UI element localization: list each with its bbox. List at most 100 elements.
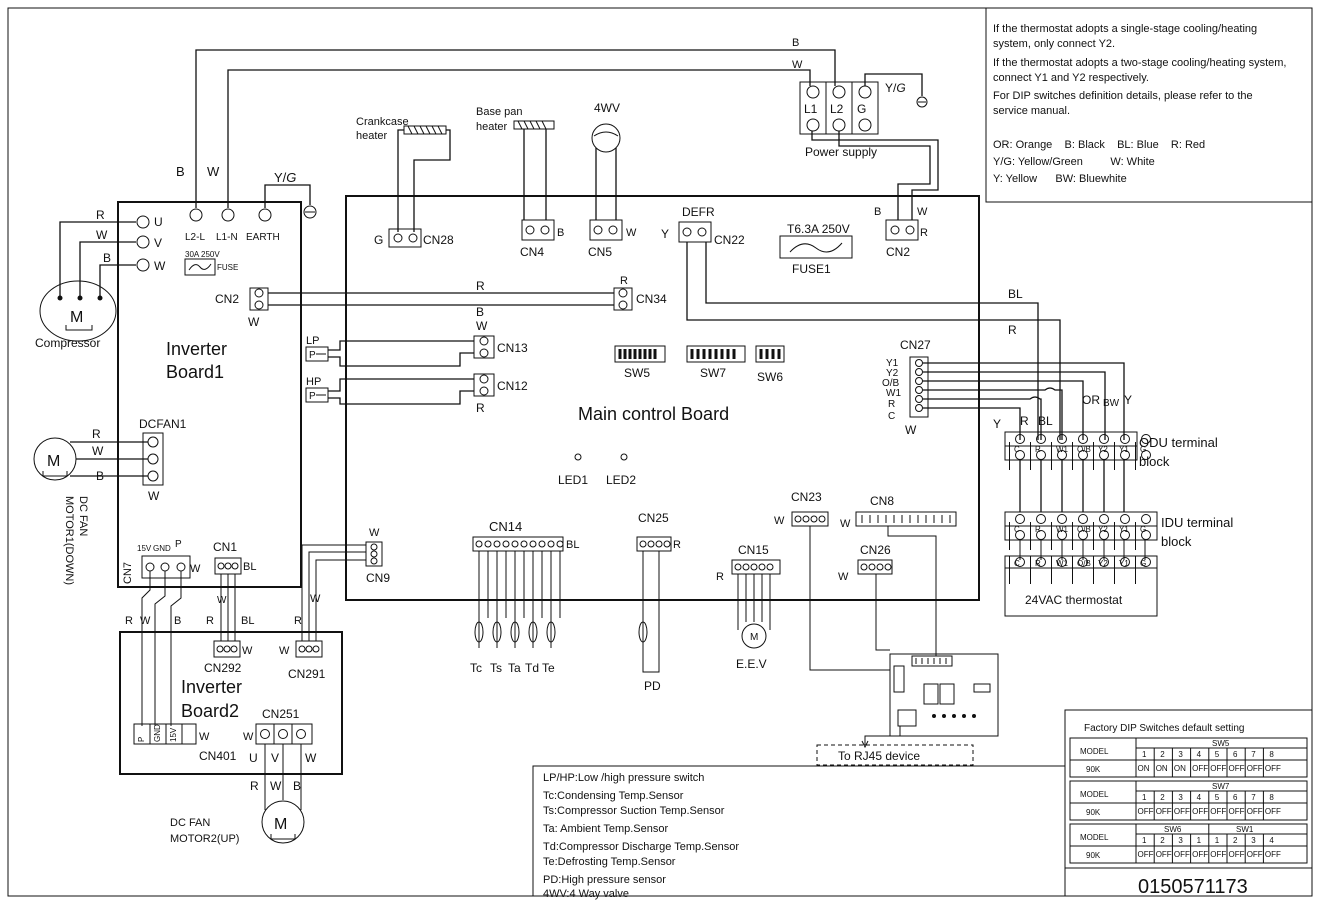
compressor-label: Compressor: [35, 336, 100, 350]
odu-pin-5: Y1: [1119, 445, 1129, 454]
dip-pin-2-1: 2: [1160, 836, 1165, 845]
fuse1-rating: T6.3A 250V: [787, 222, 850, 236]
dip-value-0-4: OFF: [1210, 764, 1226, 773]
terminal-earth: EARTH: [246, 232, 280, 243]
dip-value-0-3: OFF: [1192, 764, 1208, 773]
sw6-switch[interactable]: [755, 345, 785, 363]
cn7-label: CN7: [122, 562, 134, 584]
sw5-switch[interactable]: [614, 345, 666, 363]
dip-pin-0-7: 8: [1269, 750, 1274, 759]
ground-icon: [916, 96, 928, 108]
sw1-switch[interactable]: [973, 683, 991, 693]
legend-item-7: 4WV:4 Way valve: [543, 888, 629, 900]
dip-default-table: Factory DIP Switches default setting MOD…: [1064, 709, 1313, 898]
rj45-port-icon: [897, 709, 917, 727]
dip-pin-2-2: 3: [1178, 836, 1183, 845]
idu-pin-4-screw: [1099, 514, 1109, 524]
wire-label-w: W: [792, 59, 803, 71]
pd-label: PD: [644, 679, 661, 693]
fan1-label-2: MOTOR1(DOWN): [63, 496, 75, 585]
dip-model-header-1: MODEL: [1080, 790, 1109, 799]
idu-label-1: IDU terminal: [1161, 515, 1233, 530]
earth-ground-icon: [303, 205, 317, 219]
odu-pin-0-screw-b: [1015, 450, 1025, 460]
note-line-1: If the thermostat adopts a single-stage …: [993, 23, 1257, 35]
idu-pin-6: G: [1140, 525, 1146, 534]
dip-pin-2-6: 3: [1251, 836, 1256, 845]
note-line-2: system, only connect Y2.: [993, 38, 1115, 50]
terminal-u: U: [154, 215, 163, 229]
terminal-l1n: L1-N: [216, 232, 238, 243]
dc-fan-motor-1: M R W B DC FAN MOTOR1(DOWN): [33, 427, 148, 585]
power-g: G: [857, 102, 866, 116]
legend-item-3: Ta: Ambient Temp.Sensor: [543, 823, 668, 835]
terminal-w: W: [154, 259, 166, 273]
odu-pin-1: R: [1035, 445, 1041, 454]
cn12-label: CN12: [497, 379, 528, 393]
defrost-wires: BL R: [686, 242, 1061, 440]
dip-pin-1-4: 5: [1215, 793, 1220, 802]
fuse1-label: FUSE1: [792, 262, 831, 276]
idu-pin-3: O/B: [1077, 525, 1091, 534]
inv1-yg-label: Y/G: [274, 170, 296, 185]
inv1-fuse-rating: 30A 250V: [185, 250, 220, 259]
odu-pin-2-screw-b: [1057, 450, 1067, 460]
cn27-label: CN27: [900, 338, 931, 352]
basepan-label-1: Base pan: [476, 106, 522, 118]
cn27-y1: Y1: [886, 358, 899, 369]
cn251-w-pin: W: [305, 751, 317, 765]
fan2-m: M: [274, 816, 287, 833]
odu-pin-5-screw: [1120, 434, 1130, 444]
led2-label: LED2: [606, 473, 636, 487]
idu-pin-4-screw-b: [1099, 530, 1109, 540]
cn27-y2: Y2: [886, 368, 899, 379]
cn14-bl: BL: [566, 539, 579, 551]
cn23-label: CN23: [791, 490, 822, 504]
cn9-label: CN9: [366, 571, 390, 585]
idu-pin-1-screw-b: [1036, 530, 1046, 540]
odu-pin-1-screw-b: [1036, 450, 1046, 460]
cn13-w: W: [476, 319, 488, 333]
dip-pin-1-2: 3: [1178, 793, 1183, 802]
dip-table-title: Factory DIP Switches default setting: [1084, 723, 1244, 734]
cn7-p: P: [175, 539, 182, 550]
power-yg-label: Y/G: [885, 81, 906, 95]
idu-pin-5-screw-b: [1120, 530, 1130, 540]
lp-p: P: [309, 350, 316, 361]
cn26-w: W: [838, 571, 849, 583]
legend-item-2: Ts:Compressor Suction Temp.Sensor: [543, 805, 725, 817]
sw7-switch[interactable]: [686, 345, 746, 363]
dip-value-2-1: OFF: [1156, 850, 1172, 859]
fan2-label-1: DC FAN: [170, 817, 210, 829]
cn251-w: W: [243, 731, 254, 743]
odu-pin-6-screw-b: [1141, 450, 1151, 460]
seven-seg-icon-2: [939, 683, 955, 705]
cn292-bl: BL: [241, 615, 254, 627]
defr-label: DEFR: [682, 205, 715, 219]
dip-group-sw1: SW1: [1236, 825, 1254, 834]
cn34-r: R: [620, 275, 628, 287]
legend-item-4: Td:Compressor Discharge Temp.Sensor: [543, 841, 739, 853]
odu-pin-6-screw: [1141, 434, 1151, 444]
dip-pin-0-5: 6: [1233, 750, 1238, 759]
terminal-l2l: L2-L: [185, 232, 205, 243]
dip-pin-0-0: 1: [1142, 750, 1147, 759]
dip-pin-2-3: 1: [1197, 836, 1202, 845]
legend-item-0: LP/HP:Low /high pressure switch: [543, 772, 704, 784]
dip-value-0-7: OFF: [1265, 764, 1281, 773]
hp-p: P: [309, 391, 316, 402]
dip-model-header-0: MODEL: [1080, 747, 1109, 756]
cn7-wire-r: R: [125, 615, 133, 627]
dip-pin-0-6: 7: [1251, 750, 1256, 759]
thermostat-pin-5: Y1: [1119, 559, 1129, 568]
main-cn2-label: CN2: [886, 245, 910, 259]
dip-value-2-5: OFF: [1229, 850, 1245, 859]
idu-pin-6-screw: [1141, 514, 1151, 524]
odu-pin-0: C: [1014, 445, 1020, 454]
dip-pin-1-1: 2: [1160, 793, 1165, 802]
dip-value-2-4: OFF: [1210, 850, 1226, 859]
led1-label: LED1: [558, 473, 588, 487]
inverter1-title-1: Inverter: [166, 339, 227, 359]
dip-model-value-0: 90K: [1086, 765, 1101, 774]
